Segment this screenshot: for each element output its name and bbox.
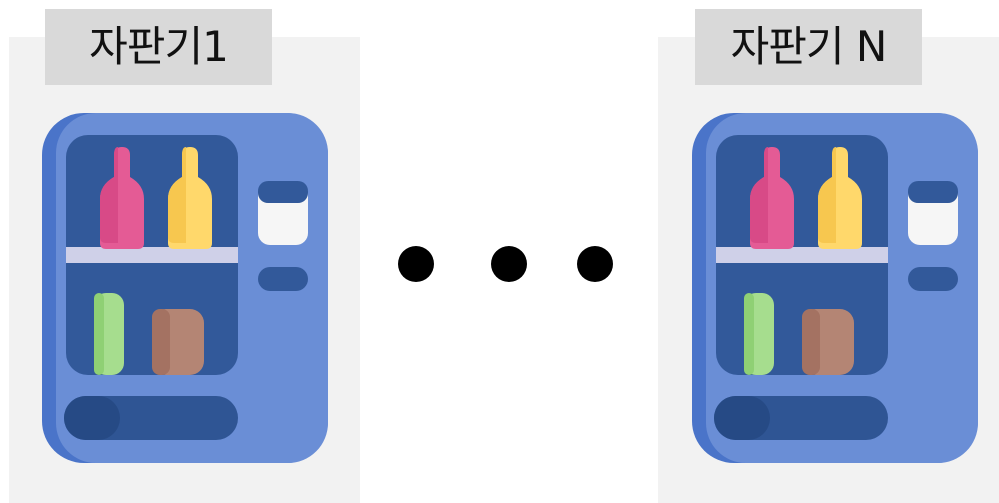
vending-machine-n-label: 자판기 N bbox=[695, 9, 922, 85]
vending-machine-icon bbox=[692, 113, 978, 463]
vending-machine-1-label: 자판기1 bbox=[45, 9, 272, 85]
ellipsis-dot-1 bbox=[398, 246, 434, 282]
ellipsis-dot-2 bbox=[491, 246, 527, 282]
vending-machine-icon bbox=[42, 113, 328, 463]
ellipsis-dot-3 bbox=[577, 246, 613, 282]
